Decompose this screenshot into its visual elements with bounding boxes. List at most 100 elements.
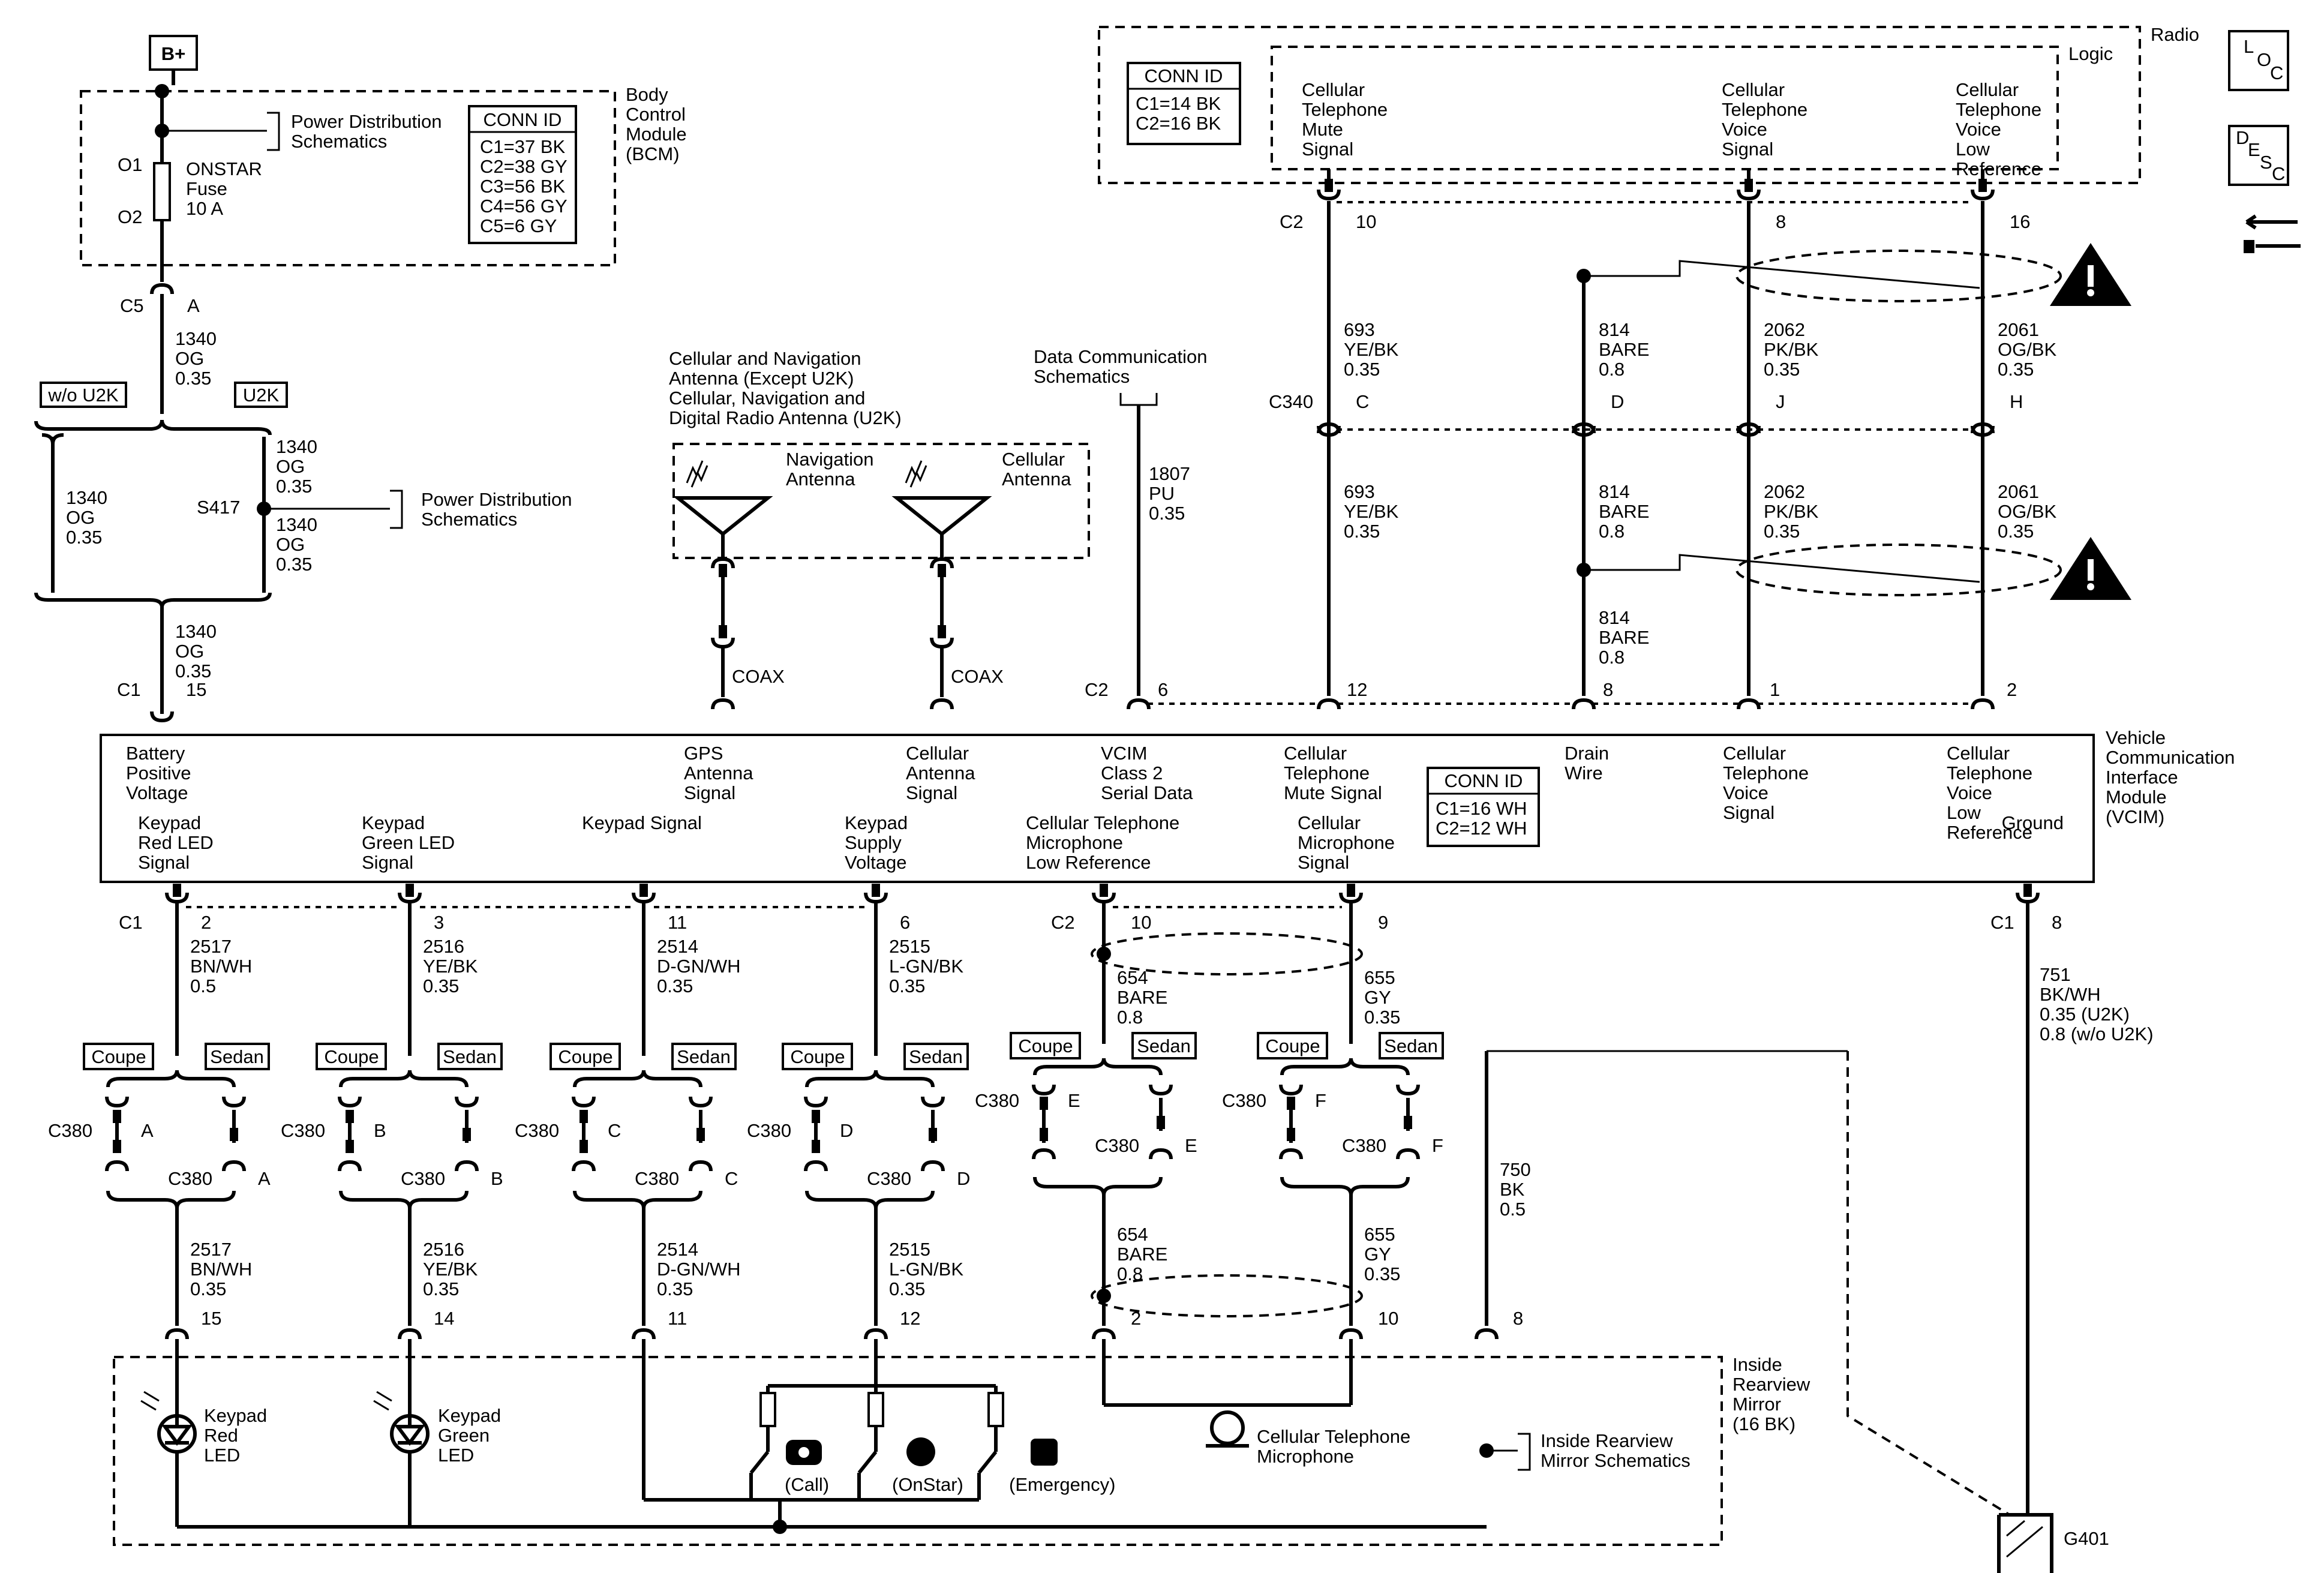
reference-text: Mirror Schematics <box>1541 1450 1691 1471</box>
pin-function-label: Signal <box>1722 139 1773 160</box>
wire-label: BARE <box>1599 339 1649 360</box>
desc-icon <box>2228 125 2289 186</box>
option-box <box>550 1043 621 1070</box>
terminal <box>173 884 181 897</box>
switch-contact <box>857 1451 878 1474</box>
ground-id: G401 <box>2064 1528 2109 1549</box>
pin-function-label: Signal <box>684 782 735 803</box>
reference-text: Schematics <box>291 131 387 152</box>
wire-label: YE/BK <box>423 956 478 977</box>
wire-label: OG/BK <box>1998 501 2057 522</box>
pin-function-label: Reference <box>1947 822 2032 843</box>
pin-function-label: Mute Signal <box>1284 782 1382 803</box>
conn-id-list: C5=6 GY <box>480 215 557 236</box>
splice-id: S417 <box>197 497 240 518</box>
wire-label: BN/WH <box>190 1259 252 1280</box>
signal-icon <box>686 460 704 484</box>
wire-label: 1340 <box>175 621 217 642</box>
wire-label: 0.35 <box>423 975 459 996</box>
terminal <box>1287 1128 1295 1141</box>
module-title: Rearview <box>1733 1374 1810 1395</box>
conn-id-box <box>468 105 577 244</box>
led-label: LED <box>204 1445 240 1466</box>
option-box <box>1257 1032 1328 1059</box>
pin-function-label: Signal <box>906 782 957 803</box>
pin-label: 1 <box>1770 679 1780 700</box>
pin-function-label: Mute <box>1302 119 1343 140</box>
pin-label: 10 <box>1378 1308 1398 1329</box>
wire-label: 751 <box>2040 964 2071 985</box>
antenna-icon <box>672 496 773 536</box>
pin-function-label: Reference <box>1956 158 2041 179</box>
wire-label: OG <box>276 456 305 477</box>
call-icon <box>798 1447 809 1458</box>
wire-label: PU <box>1149 483 1175 504</box>
connector-id: C380 <box>1342 1135 1386 1156</box>
microphone-icon <box>1210 1410 1245 1445</box>
ground-hatch <box>2006 1526 2043 1558</box>
vcim-module <box>100 734 2095 883</box>
connector-male <box>1032 1084 1056 1096</box>
connector-male <box>150 711 174 723</box>
led-label: LED <box>438 1445 474 1466</box>
wire-label: OG <box>66 507 95 528</box>
pin-function-label: Red LED <box>138 832 214 853</box>
antenna-label: Antenna <box>1002 469 1071 490</box>
option-box <box>1010 1032 1081 1059</box>
signal-icon <box>909 465 927 488</box>
conn-id-list: C1=14 BK <box>1136 93 1221 114</box>
splice-dot <box>1479 1443 1494 1458</box>
terminal <box>346 1140 354 1153</box>
pin-label: 12 <box>1347 679 1367 700</box>
conn-id-title: CONN ID <box>484 109 562 130</box>
terminal <box>719 625 727 638</box>
option-label: Sedan <box>909 1046 963 1067</box>
wire-label: 0.35 <box>1764 359 1800 380</box>
wire-label: BK <box>1500 1179 1525 1200</box>
antenna-icon <box>891 496 992 536</box>
conn-id-list: C3=56 BK <box>480 176 566 197</box>
connector-female <box>1971 698 1995 710</box>
reference-text: Power Distribution <box>291 111 442 132</box>
wire-label: BARE <box>1117 987 1167 1008</box>
schematic-ref <box>390 490 403 529</box>
wire-label: 814 <box>1599 607 1630 628</box>
option-box <box>1379 1032 1444 1059</box>
wire-label: 654 <box>1117 1224 1148 1245</box>
pin-label: 15 <box>186 679 206 700</box>
pin-function-label: Green LED <box>362 832 455 853</box>
connector-male <box>689 1096 713 1108</box>
wire-label: 1340 <box>276 436 317 457</box>
led-label: Red <box>204 1425 238 1446</box>
pin-function-label: Battery <box>126 743 185 764</box>
pin-function-label: Ground <box>2002 812 2064 833</box>
pin-function-label: Cellular <box>1723 743 1786 764</box>
connector-id: C380 <box>747 1120 791 1141</box>
module-title: (16 BK) <box>1733 1413 1795 1434</box>
connector-id: C380 <box>635 1168 679 1189</box>
relay-coil <box>987 1392 1004 1427</box>
wire-label: 1807 <box>1149 463 1190 484</box>
connector-id: C380 <box>975 1090 1019 1111</box>
schematic-ref <box>1518 1433 1531 1471</box>
pin-function-label: Voice <box>1947 782 1992 803</box>
pin-function-label: Antenna <box>906 763 975 784</box>
wire-label: OG <box>175 641 204 662</box>
ground-path <box>1846 1051 2011 1516</box>
pin-function-label: Positive <box>126 763 191 784</box>
wire-label: 2515 <box>889 1239 930 1260</box>
pin-label: 12 <box>900 1308 920 1329</box>
pin-function-label: Wire <box>1565 763 1603 784</box>
conn-id-list: C2=16 BK <box>1136 113 1221 134</box>
wire-label: YE/BK <box>423 1259 478 1280</box>
harness-break <box>339 1190 469 1209</box>
module-title: Communication <box>2106 747 2235 768</box>
wire-label: D-GN/WH <box>657 1259 740 1280</box>
connector-female <box>1475 1328 1499 1340</box>
pin-function-label: Antenna <box>684 763 753 784</box>
conn-id-title: CONN ID <box>1145 65 1223 86</box>
connector-male <box>51 433 64 445</box>
terminal <box>1100 884 1108 897</box>
terminal <box>1978 179 1987 192</box>
